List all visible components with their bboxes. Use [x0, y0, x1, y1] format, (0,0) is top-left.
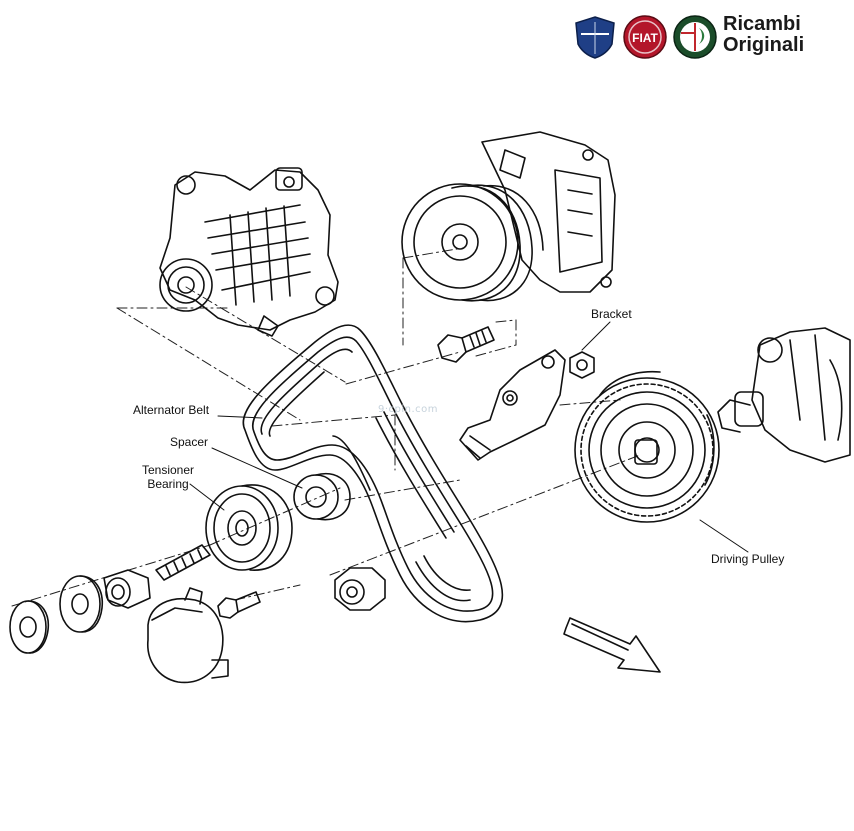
fiat-logo: FIAT: [623, 15, 667, 59]
stud: [155, 544, 211, 581]
bracket: [459, 349, 566, 461]
alternator-belt: [242, 324, 504, 623]
branding: FIAT Ricambi Originali: [572, 14, 842, 70]
alternator: [159, 167, 339, 337]
label-driving-pulley: Driving Pulley: [711, 552, 785, 566]
brand-title: Ricambi Originali: [723, 14, 804, 56]
sleeve: [103, 569, 151, 609]
brand-line-1: Ricambi: [723, 13, 801, 35]
idler-bush: [334, 567, 386, 611]
label-spacer: Spacer: [170, 435, 209, 449]
crankshaft: [717, 327, 851, 463]
alfa-romeo-logo: [673, 15, 717, 59]
driving-pulley: [574, 370, 720, 523]
label-bracket: Bracket: [591, 307, 632, 321]
label-tensioner-bearing: Tensioner Bearing: [133, 463, 203, 491]
direction-arrow-icon: [563, 617, 661, 673]
tensioner-bearing: [205, 484, 293, 571]
power-steering-pump: [401, 131, 616, 302]
label-tensioner-line-2: Bearing: [147, 477, 189, 491]
spacer: [293, 473, 351, 521]
label-pointers: [189, 321, 749, 553]
small-bolt: [217, 591, 261, 619]
label-tensioner-line-1: Tensioner: [141, 463, 195, 477]
bracket-nut: [569, 351, 595, 379]
tensioner-housing: [147, 587, 229, 684]
washer-large: [59, 575, 104, 633]
washer-small: [9, 600, 50, 654]
brand-line-2: Originali: [723, 34, 805, 56]
fiat-logo-text: FIAT: [632, 31, 658, 45]
watermark: 9·cpin.com: [378, 404, 439, 415]
leader-lines: [11, 247, 641, 607]
top-bolt: [437, 326, 495, 363]
label-alternator-belt: Alternator Belt: [133, 403, 210, 417]
lancia-logo: [575, 16, 615, 59]
